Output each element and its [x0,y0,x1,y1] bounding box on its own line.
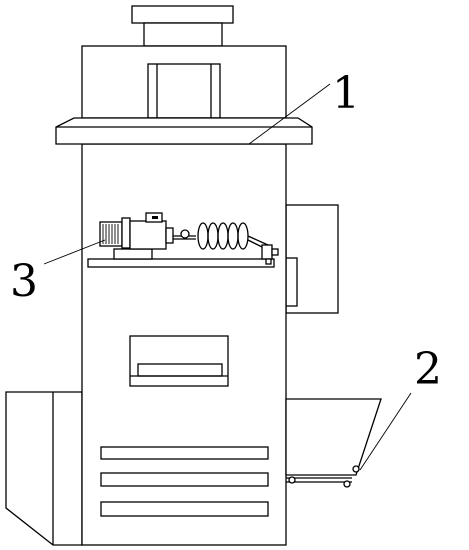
motor-assembly [87,212,279,268]
callout-3: 3 [10,256,38,307]
side-box [285,204,339,314]
hopper-ring [55,117,313,145]
leader-lines [43,83,412,471]
top-cap [131,5,234,47]
discharge-tray [285,398,382,488]
callout-1: 1 [332,68,360,119]
vent-slots [100,446,269,517]
left-outlet [5,391,83,546]
callout-2: 2 [414,344,442,395]
inspection-window [129,335,229,387]
upper-housing [81,45,287,119]
